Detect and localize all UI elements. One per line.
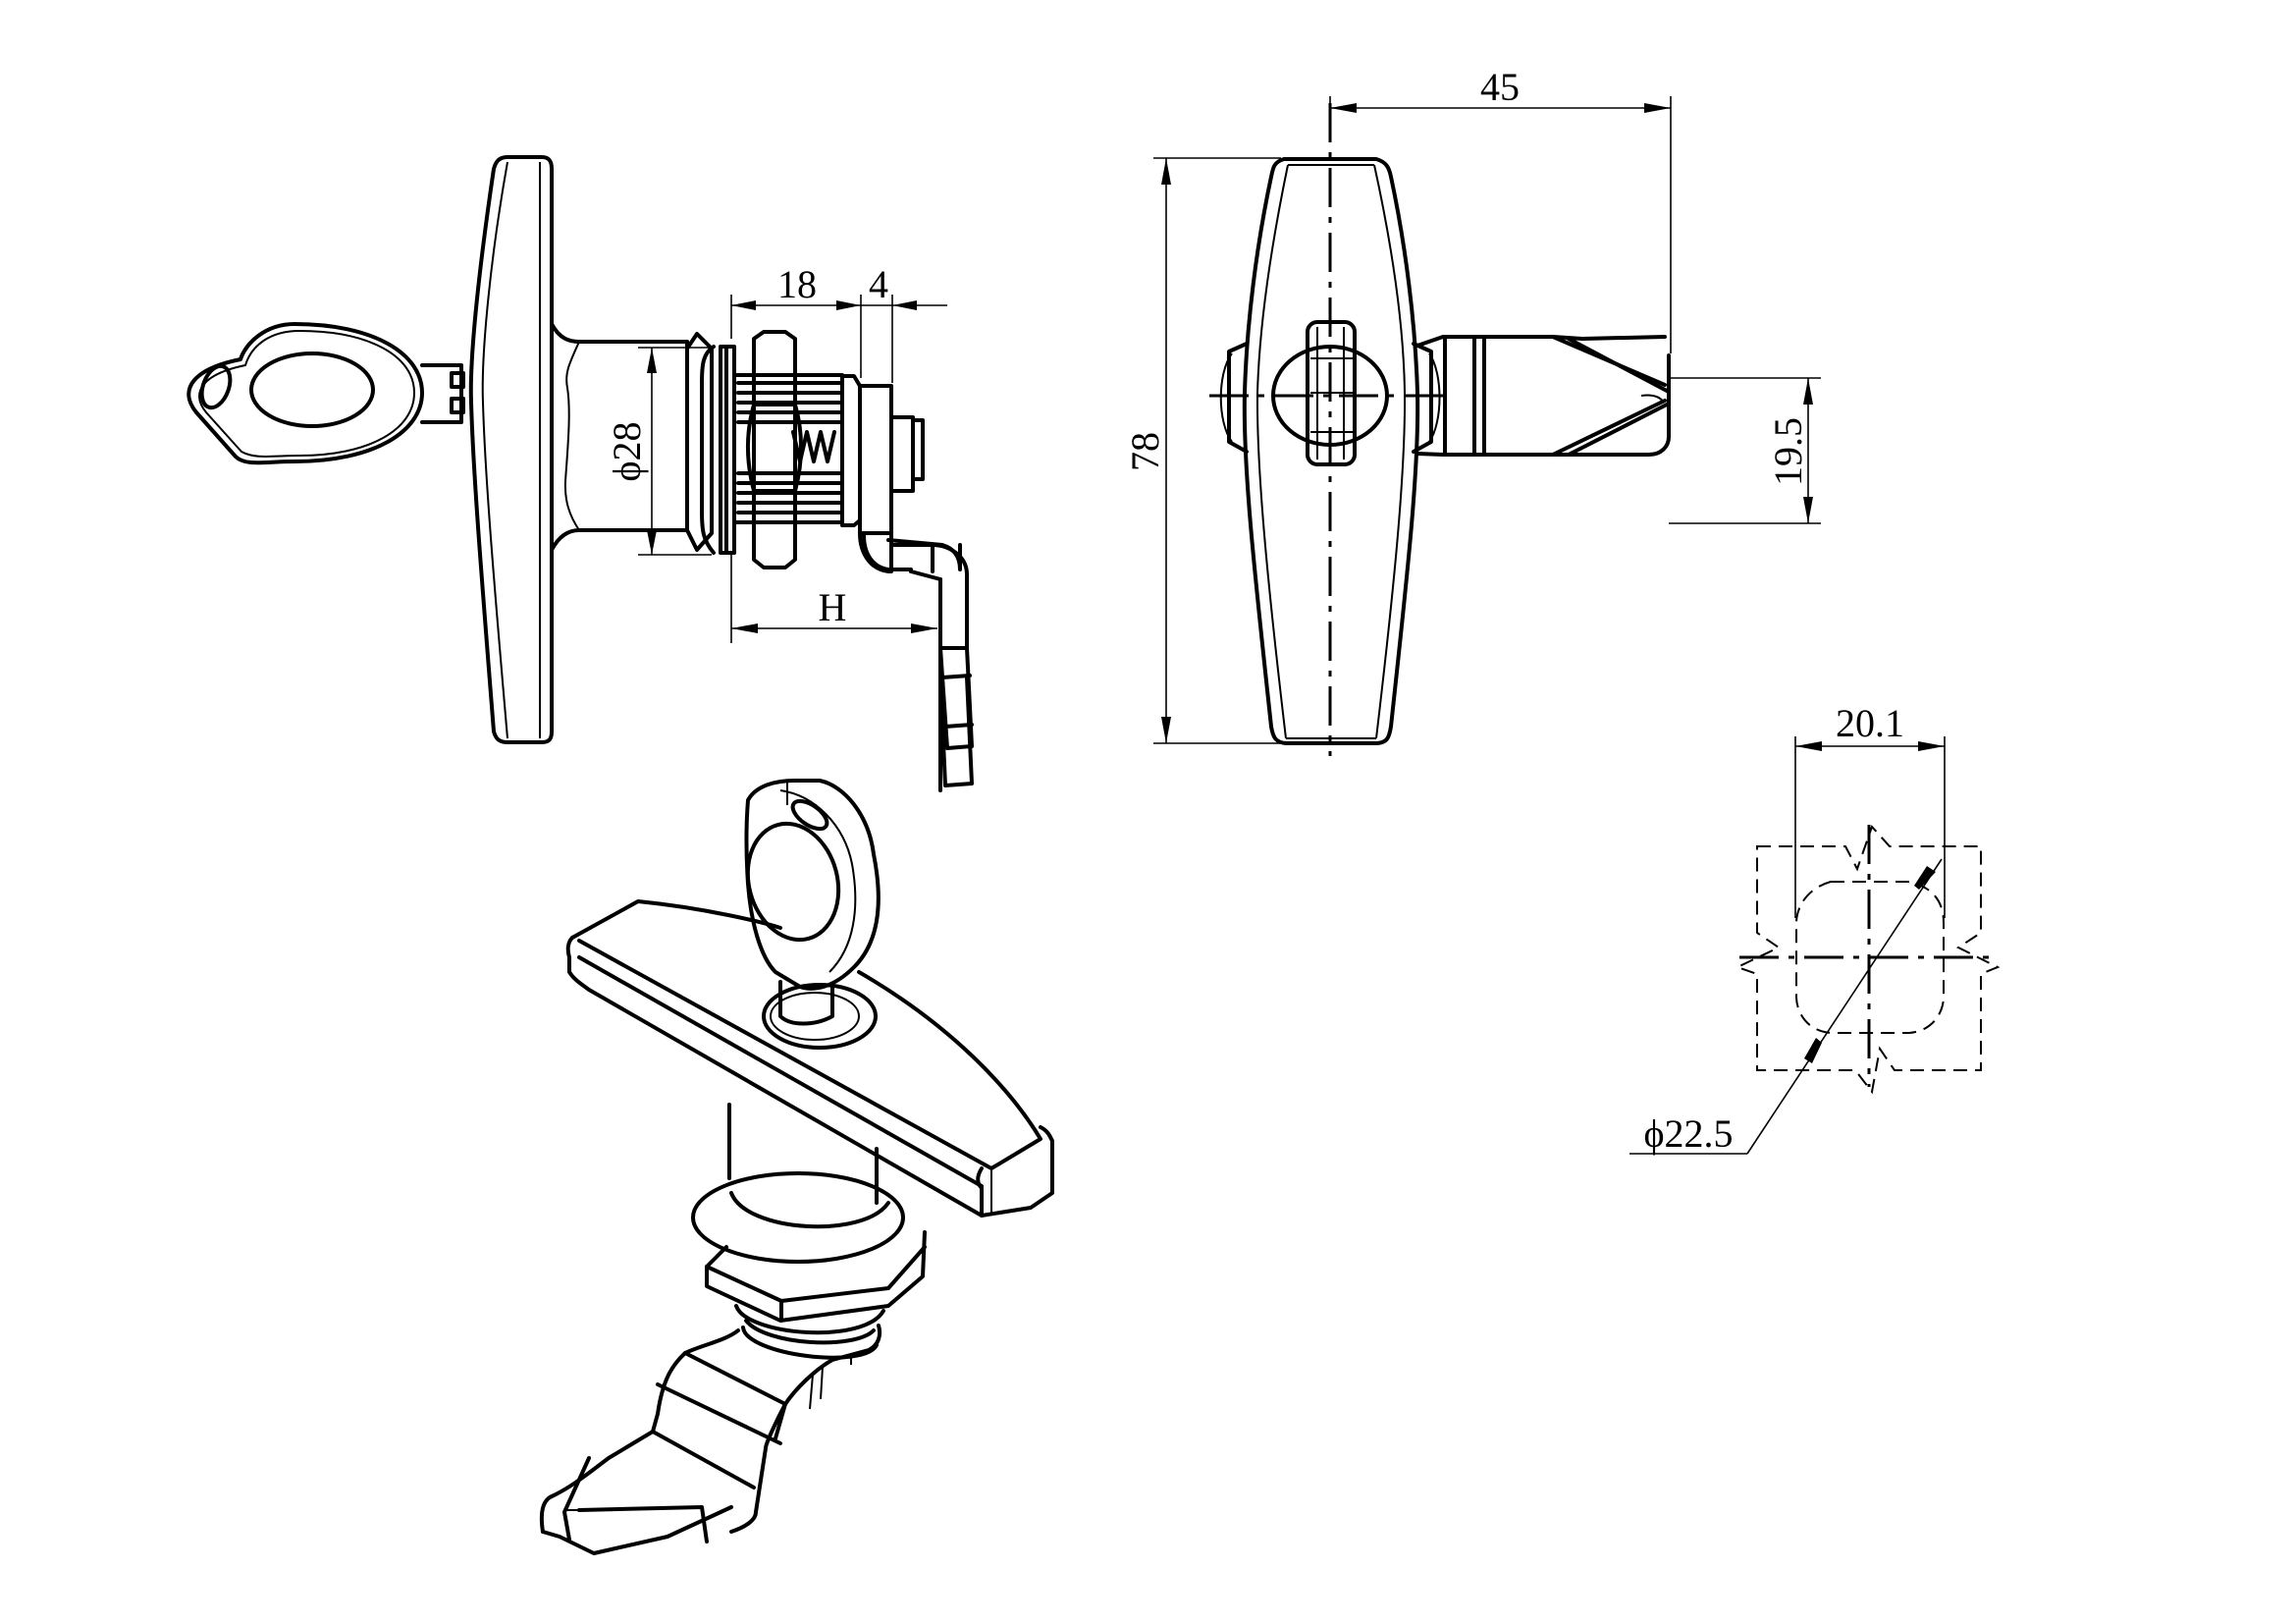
dim-label-78: 78 bbox=[1123, 432, 1167, 471]
lock-body-side bbox=[550, 322, 736, 555]
dimension-20-1: 20.1 bbox=[1794, 701, 1946, 918]
dimension-45: 45 bbox=[1329, 65, 1672, 353]
side-view: 18 4 ϕ28 H bbox=[187, 155, 974, 792]
centerlines-front bbox=[1209, 103, 1448, 756]
dimension-18: 18 4 bbox=[730, 262, 947, 383]
dim-label-phi28: ϕ28 bbox=[605, 421, 649, 481]
panel-cutout-detail: 20.1 ϕ22.5 bbox=[1629, 701, 2001, 1156]
cam-front bbox=[1415, 335, 1671, 457]
dimension-H: H bbox=[730, 555, 937, 643]
handle-side bbox=[468, 155, 554, 744]
lock-body-iso bbox=[691, 1103, 927, 1360]
dim-label-4: 4 bbox=[869, 262, 888, 306]
dim-label-phi22-5: ϕ22.5 bbox=[1643, 1111, 1733, 1156]
isometric-view bbox=[539, 779, 1054, 1555]
dimension-phi22-5: ϕ22.5 bbox=[1629, 858, 1943, 1156]
cam-iso bbox=[539, 1324, 882, 1555]
dim-label-45: 45 bbox=[1480, 65, 1520, 109]
key-iso bbox=[744, 779, 881, 1026]
dimension-78: 78 bbox=[1123, 157, 1281, 744]
dim-label-19-5: 19.5 bbox=[1766, 417, 1810, 486]
handle-front bbox=[1242, 157, 1420, 745]
cam-side bbox=[858, 384, 974, 792]
front-view: 45 78 19.5 bbox=[1123, 65, 1821, 756]
key-side bbox=[187, 322, 465, 465]
centerlines-cutout bbox=[1739, 825, 1998, 1087]
handle-iso bbox=[565, 899, 1054, 1218]
dim-label-20-1: 20.1 bbox=[1836, 701, 1904, 745]
dimension-19-5: 19.5 bbox=[1669, 377, 1821, 524]
cutout-outline bbox=[1735, 825, 2001, 1095]
dim-label-18: 18 bbox=[777, 262, 817, 306]
dimension-phi28: ϕ28 bbox=[605, 347, 712, 556]
threaded-section bbox=[732, 330, 862, 569]
dim-label-H: H bbox=[819, 585, 847, 629]
